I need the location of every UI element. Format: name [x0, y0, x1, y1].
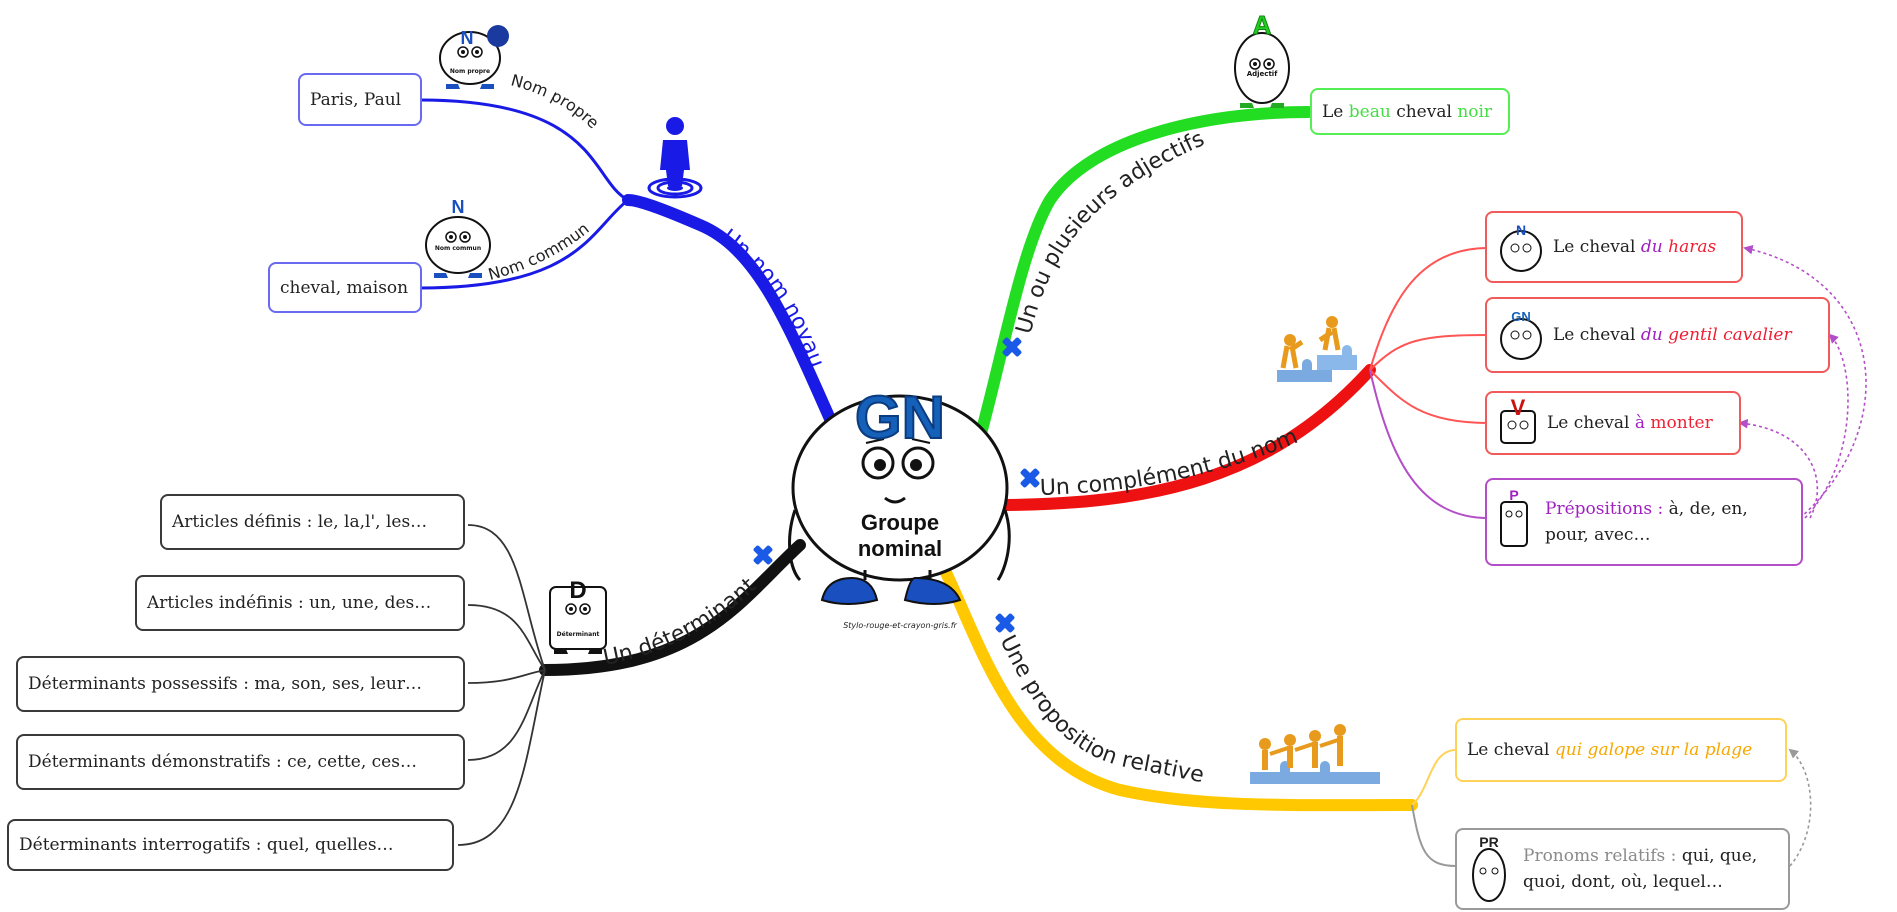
badge-text-adjectif: Adjectif: [1247, 70, 1278, 78]
puzzle-team-icon: [1250, 724, 1380, 784]
mascot-n-icon: N: [1500, 222, 1542, 272]
mascot-v-icon: V: [1500, 395, 1536, 444]
center-mascot: [788, 394, 1011, 605]
determinant-item-2: Articles indéfinis : un, une, des…: [135, 575, 465, 631]
badge-text-determinant: Déterminant: [557, 631, 600, 638]
mascot-adjectif-icon: [1234, 32, 1290, 108]
svg-text:GN: GN: [1511, 309, 1531, 324]
badge-text-nom-propre: Nom propre: [450, 68, 490, 75]
center-line2: nominal: [858, 536, 942, 561]
branch-complement: [989, 244, 1867, 519]
example-complement-1: N Le cheval du haras: [1485, 211, 1743, 283]
example-nom-propre: Paris, Paul: [298, 73, 422, 126]
determinant-item-3: Déterminants possessifs : ma, son, ses, …: [16, 656, 465, 712]
svg-text:V: V: [1511, 395, 1526, 420]
center-credit: Stylo-rouge-et-crayon-gris.fr: [843, 621, 957, 630]
svg-text:P: P: [1509, 487, 1518, 503]
badge-letter-n-propre: N: [461, 28, 474, 48]
example-nom-commun: cheval, maison: [268, 262, 422, 313]
mascot-determinant-icon: [549, 586, 607, 654]
label-un-nom-noyau: Un nom noyau: [717, 225, 829, 371]
badge-letter-d: D: [569, 577, 586, 604]
branch-adjectifs: [969, 106, 1314, 461]
example-complement-2: GN Le cheval du gentil cavalier: [1485, 297, 1830, 373]
pronoms-relatifs-box: PR Pronoms relatifs : qui, que, quoi, do…: [1455, 828, 1790, 910]
determinant-item-5: Déterminants interrogatifs : quel, quell…: [7, 819, 454, 871]
badge-letter-n-commun: N: [452, 197, 465, 217]
determinant-item-1: Articles définis : le, la,l', les…: [160, 494, 465, 550]
mascot-p-icon: P: [1500, 487, 1528, 547]
center-abbr: GN: [855, 384, 945, 451]
puzzle-people-icon: [1277, 316, 1357, 382]
example-adjectifs: Le beau cheval noir: [1310, 88, 1510, 135]
cross-icon-relative: [995, 613, 1015, 633]
mascot-nom-commun-icon: [425, 216, 491, 278]
label-un-determinant: Un déterminant: [601, 573, 761, 671]
branch-nom-noyau: [419, 98, 841, 436]
badge-text-nom-commun: Nom commun: [435, 245, 481, 252]
svg-text:PR: PR: [1479, 834, 1498, 850]
cross-icon-complement: [1020, 468, 1040, 488]
determinant-item-4: Déterminants démonstratifs : ce, cette, …: [16, 734, 465, 790]
svg-text:N: N: [1516, 222, 1526, 238]
branch-relative: [934, 554, 1812, 867]
branch-determinant: [457, 524, 806, 846]
example-relative: Le cheval qui galope sur la plage: [1455, 718, 1787, 782]
badge-letter-a: A: [1253, 10, 1272, 40]
label-proposition-relative: Une proposition relative: [995, 631, 1206, 788]
mascot-pr-icon: PR: [1472, 834, 1506, 902]
person-target-icon: [647, 117, 703, 199]
label-nom-propre: Nom propre: [509, 70, 603, 132]
center-line1: Groupe: [861, 510, 939, 535]
mascot-gn-icon: GN: [1500, 309, 1542, 360]
cross-icon-adjectifs: [1002, 337, 1022, 357]
mascot-nom-propre-icon: [439, 25, 509, 89]
prepositions-box: P Prépositions : à, de, en, pour, avec…: [1485, 478, 1803, 566]
cross-icon-determinant: [753, 545, 773, 565]
example-complement-3: V Le cheval à monter: [1485, 391, 1741, 455]
